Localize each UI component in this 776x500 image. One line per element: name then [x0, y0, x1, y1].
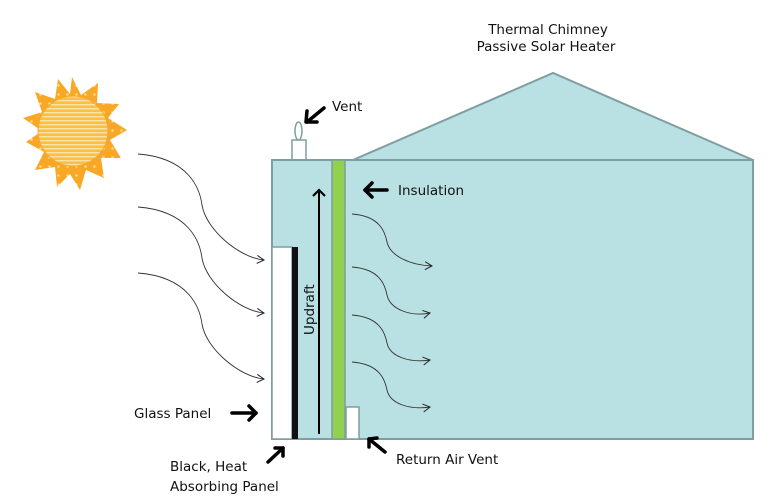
vent-stack [291, 121, 307, 161]
warm-air-arrows [351, 213, 434, 413]
roof [352, 71, 754, 161]
sun-icon [23, 77, 127, 190]
insulation-layer [331, 159, 346, 440]
return-air-vent-opening [345, 406, 360, 440]
black-panel-label-line-1: Black, Heat [170, 459, 247, 475]
sunlight-arrow [137, 206, 266, 317]
return-air-vent-label: Return Air Vent [396, 452, 498, 468]
warm-air-arrow [351, 314, 431, 366]
warm-air-arrow [351, 361, 431, 413]
vent-label: Vent [332, 99, 362, 115]
title-line-2: Passive Solar Heater [477, 39, 616, 55]
sunlight-arrows [137, 153, 266, 383]
glass-panel [271, 246, 293, 440]
sunlight-arrow [137, 272, 266, 383]
sunlight-arrow [137, 153, 266, 264]
bold-arrow-icon [230, 106, 389, 464]
insulation-label: Insulation [398, 183, 464, 199]
glass-panel-label: Glass Panel [134, 406, 211, 422]
updraft-label: Updraft [302, 284, 318, 335]
black-panel-label-line-2: Absorbing Panel [170, 479, 279, 495]
title-line-1: Thermal Chimney [487, 22, 608, 38]
black-absorbing-panel [292, 247, 298, 439]
house-body [271, 159, 754, 440]
warm-air-arrow [351, 213, 434, 271]
warm-air-arrow [351, 266, 431, 319]
